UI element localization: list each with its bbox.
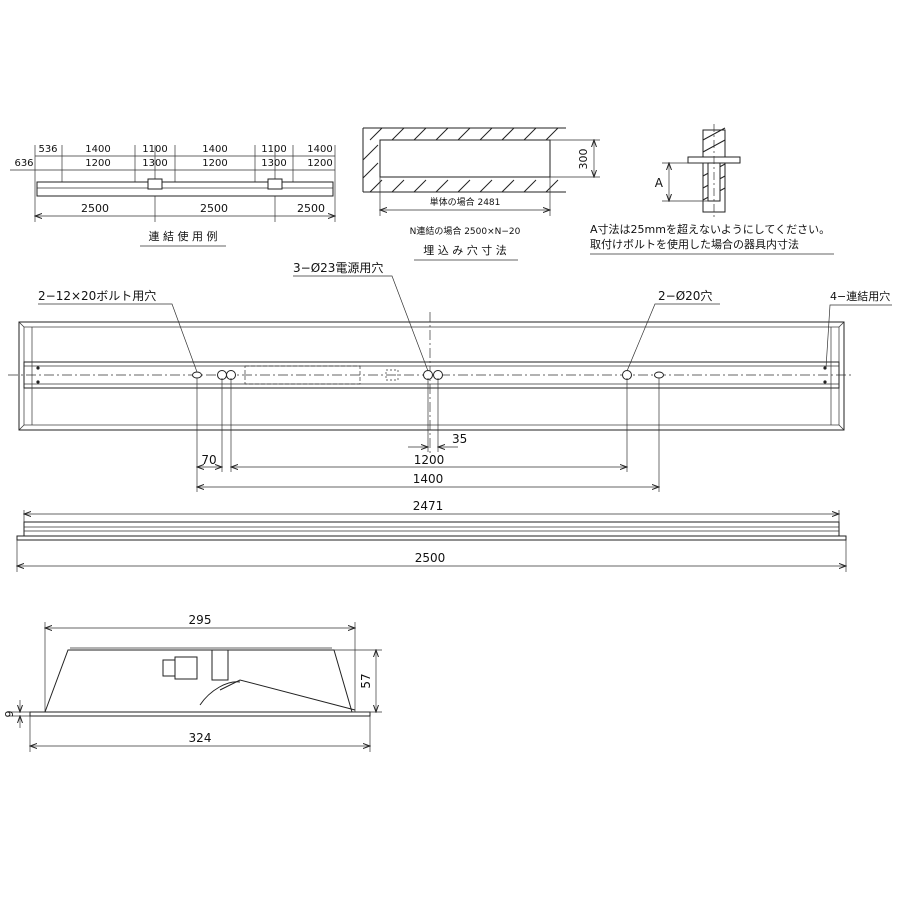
- callout-bolt-hole: 2−12×20ボルト用穴: [38, 288, 156, 303]
- plan-extension-lines: [196, 378, 660, 492]
- conn-top-dim-5: 1100: [261, 144, 286, 155]
- a-dimension-detail: A A寸法は25mmを超えないようにしてください。 取付けボルトを使用した場合の…: [590, 124, 834, 255]
- connector-block-2: [267, 178, 283, 190]
- connector-block-1: [147, 178, 163, 190]
- connection-example: 536 1400 1100 1400 1100 1400 636 1200 13…: [10, 144, 335, 247]
- side-body: [23, 521, 840, 537]
- terminal-block-outline: [244, 365, 361, 385]
- dim-324: 324: [189, 731, 212, 745]
- recess-single-label: 単体の場合 2481: [430, 196, 501, 208]
- connected-fixtures-outline: [36, 181, 334, 197]
- callout-power-hole: 3−Ø23電源用穴: [293, 260, 383, 275]
- conn-mid-dim-5: 1300: [261, 158, 286, 169]
- side-flange: [16, 535, 847, 541]
- dim-57: 57: [359, 673, 373, 688]
- callout-connect-leader: [825, 304, 892, 369]
- callout-connect-hole: 4−連結用穴: [830, 289, 890, 303]
- section-flange: [29, 711, 371, 717]
- dim-35: 35: [452, 432, 467, 446]
- conn-bottom-dim-2: 2500: [200, 202, 228, 215]
- a-label: A: [655, 176, 664, 190]
- section-socket: [174, 656, 198, 680]
- connect-hole-1: [36, 366, 40, 370]
- side-view: 2471 2500: [17, 499, 846, 572]
- conn-mid-dim-3: 1300: [142, 158, 167, 169]
- bolt-hole-right: [654, 371, 664, 379]
- a-note-2: 取付けボルトを使用した場合の器具内寸法: [590, 237, 799, 251]
- dim-70: 70: [201, 453, 216, 467]
- connect-hole-4: [823, 380, 827, 384]
- connection-example-caption: 連 結 使 用 例: [149, 229, 218, 243]
- conn-top-dim-4: 1400: [202, 144, 227, 155]
- section-bracket: [211, 649, 229, 681]
- bolt-hole-left: [192, 371, 202, 379]
- conn-bottom-dim-1: 2500: [81, 202, 109, 215]
- conn-mid-dim-1: 636: [14, 158, 33, 169]
- dim-2471: 2471: [413, 499, 444, 513]
- conn-top-dim-3: 1100: [142, 144, 167, 155]
- callout-power-leader: [293, 275, 429, 372]
- conn-mid-dim-6: 1200: [307, 158, 332, 169]
- recess-diagram: 300 単体の場合 2481 N連結の場合 2500×N−20 埋 込 み 穴 …: [362, 127, 600, 261]
- conn-bottom-dim-3: 2500: [297, 202, 325, 215]
- dim-1400: 1400: [413, 472, 444, 486]
- callout-hole-20: 2−Ø20穴: [658, 288, 712, 303]
- recess-caption: 埋 込 み 穴 寸 法: [423, 243, 506, 257]
- conn-mid-dim-2: 1200: [85, 158, 110, 169]
- conn-top-dim-2: 1400: [85, 144, 110, 155]
- plan-view: 2−12×20ボルト用穴 3−Ø23電源用穴 2−Ø20穴 4−連結用穴 35 …: [8, 260, 892, 492]
- recess-height-label: 300: [577, 149, 590, 170]
- conn-top-dim-6: 1400: [307, 144, 332, 155]
- conn-top-dim-1: 536: [38, 144, 57, 155]
- callout-bolt-leader: [38, 303, 198, 373]
- recess-n-label: N連結の場合 2500×N−20: [410, 225, 521, 237]
- callout-hole20-leader: [626, 303, 720, 372]
- dim-9: 9: [3, 711, 16, 718]
- connect-hole-2: [36, 380, 40, 384]
- dim-295: 295: [189, 613, 212, 627]
- dim-1200: 1200: [414, 453, 445, 467]
- fixture-outer-outline: [18, 321, 845, 431]
- section-view: 295 57 9 324: [3, 613, 382, 752]
- section-reflector: [219, 679, 356, 711]
- a-note-1: A寸法は25mmを超えないようにしてください。: [590, 222, 830, 236]
- section-body: [44, 649, 353, 713]
- recess-opening: [379, 139, 551, 178]
- small-dashed-box: [385, 369, 399, 381]
- section-lamp-curve: [199, 681, 241, 706]
- dim-2500: 2500: [415, 551, 446, 565]
- conn-mid-dim-4: 1200: [202, 158, 227, 169]
